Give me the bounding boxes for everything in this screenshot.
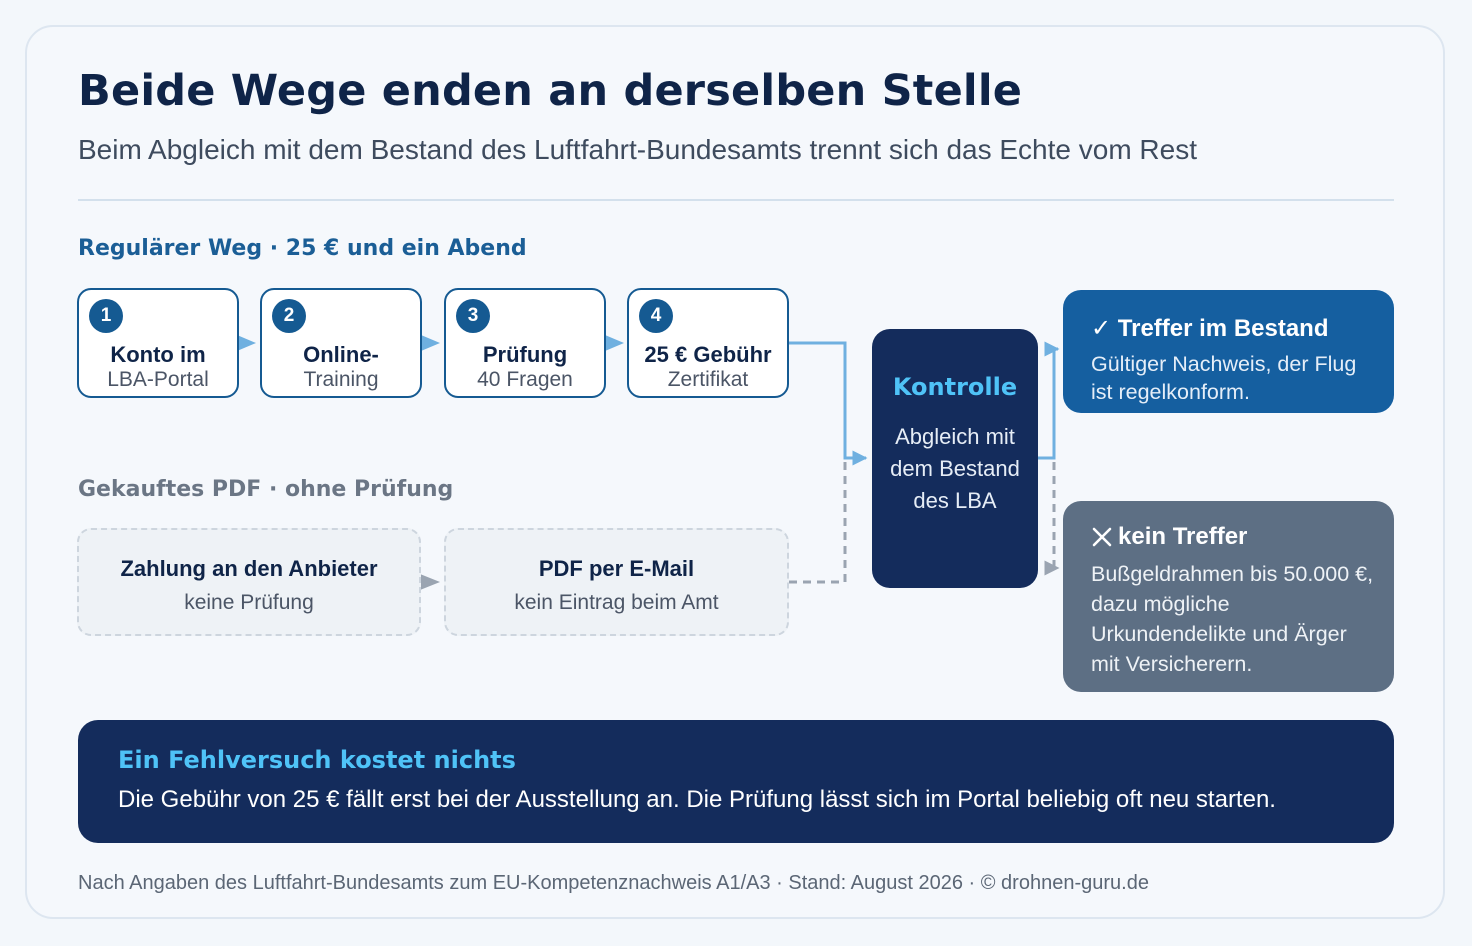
check-title: Kontrolle (892, 373, 1018, 401)
step-number-badge: 2 (272, 299, 306, 333)
pdf-step-detail: keine Prüfung (184, 591, 314, 614)
step-detail: 40 Fragen (477, 368, 573, 391)
step-number-badge: 4 (639, 299, 673, 333)
page-title: Beide Wege enden an derselben Stelle (78, 66, 1023, 116)
outcome-match: ✓ Treffer im Bestand Gültiger Nachweis, … (1063, 290, 1394, 413)
page-subtitle: Beim Abgleich mit dem Bestand des Luftfa… (78, 134, 1197, 165)
step-detail: LBA-Portal (107, 368, 209, 391)
info-note: Ein Fehlversuch kostet nichts Die Gebühr… (78, 720, 1394, 843)
step-title: Online- (303, 342, 379, 367)
outcome-no-match: kein Treffer Bußgeldrahmen bis 50.000 €,… (1063, 501, 1394, 692)
arrow-step-2-3 (421, 335, 440, 351)
step-number-badge: 1 (89, 299, 123, 333)
step-detail: Training (303, 368, 379, 391)
match-title: ✓ Treffer im Bestand (1091, 315, 1329, 342)
step-card-1: 1 Konto im LBA-Portal (77, 288, 239, 398)
step-title: Prüfung (482, 342, 568, 367)
connector-regular-to-check (789, 341, 868, 466)
note-title: Ein Fehlversuch kostet nichts (118, 746, 516, 774)
step-detail: Zertifikat (667, 368, 749, 391)
pdf-step-detail: kein Eintrag beim Amt (514, 591, 719, 614)
footer-source: Nach Angaben des Luftfahrt-Bundesamts zu… (78, 872, 1149, 894)
divider (78, 199, 1394, 201)
arrow-step-3-4 (605, 335, 624, 351)
step-title: Konto im (110, 342, 206, 367)
pdf-step-title: PDF per E-Mail (538, 556, 695, 581)
step-number-badge: 3 (456, 299, 490, 333)
note-text: Die Gebühr von 25 € fällt erst bei der A… (118, 786, 1276, 813)
arrow-pdf-1-2 (420, 574, 440, 590)
check-description: Abgleich mit dem Bestand des LBA (890, 424, 1020, 513)
arrow-step-1-2 (237, 335, 256, 351)
match-description: Gültiger Nachweis, der Flug ist regelkon… (1091, 352, 1357, 404)
no-match-description: Bußgeldrahmen bis 50.000 €, dazu möglich… (1091, 562, 1374, 676)
connector-check-to-match (1038, 341, 1060, 460)
section-label-pdf: Gekauftes PDF · ohne Prüfung (78, 477, 454, 502)
no-match-title: kein Treffer (1118, 523, 1248, 550)
step-card-3: 3 Prüfung 40 Fragen (444, 288, 606, 398)
connector-pdf-to-check (789, 462, 847, 584)
pdf-step-card-2: PDF per E-Mail kein Eintrag beim Amt (444, 528, 789, 636)
step-card-4: 4 25 € Gebühr Zertifikat (627, 288, 789, 398)
step-title: 25 € Gebühr (644, 342, 772, 367)
check-node: Kontrolle Abgleich mit dem Bestand des L… (872, 329, 1038, 588)
pdf-step-card-1: Zahlung an den Anbieter keine Prüfung (77, 528, 421, 636)
pdf-step-title: Zahlung an den Anbieter (120, 556, 378, 581)
connector-check-to-no-match (1044, 462, 1060, 576)
step-card-2: 2 Online- Training (260, 288, 422, 398)
section-label-regular: Regulärer Weg · 25 € und ein Abend (78, 236, 527, 261)
close-icon (1092, 527, 1112, 547)
